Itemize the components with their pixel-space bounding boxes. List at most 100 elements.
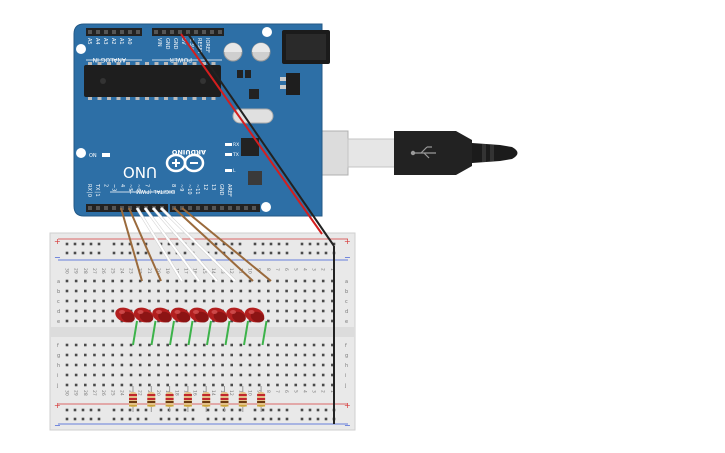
red-led[interactable] — [224, 305, 248, 325]
resistor[interactable] — [257, 386, 266, 412]
resistor[interactable] — [165, 386, 174, 412]
rail-minus-label: − — [54, 421, 61, 430]
svg-text:c: c — [345, 299, 348, 305]
analog-pin-label: A3 — [102, 38, 108, 45]
power-pin-label: RESET — [196, 38, 202, 55]
digital-pin-label: ~6 — [135, 184, 141, 191]
svg-text:a: a — [345, 279, 348, 285]
svg-text:h: h — [345, 363, 348, 369]
analog-pin-label: A4 — [94, 38, 100, 45]
svg-text:25: 25 — [109, 390, 115, 396]
chip-notch — [100, 78, 106, 84]
signal-wires[interactable] — [120, 206, 272, 283]
signal-wire[interactable] — [120, 207, 143, 282]
svg-text:18: 18 — [173, 390, 179, 396]
svg-text:7: 7 — [274, 268, 280, 271]
signal-wire[interactable] — [144, 207, 200, 282]
signal-wire[interactable] — [152, 207, 218, 282]
svg-text:26: 26 — [100, 390, 106, 396]
svg-text:10: 10 — [247, 268, 253, 274]
power-label: POWER — [170, 56, 192, 63]
signal-wire[interactable] — [173, 207, 254, 282]
svg-text:e: e — [345, 319, 348, 325]
svg-text:f: f — [57, 343, 59, 349]
usb-ridge — [490, 145, 494, 161]
resistor-array[interactable] — [129, 386, 266, 412]
svg-text:27: 27 — [91, 390, 97, 396]
svg-text:8: 8 — [265, 390, 271, 393]
red-led[interactable] — [169, 305, 193, 325]
svg-text:b: b — [57, 289, 60, 295]
uno-label: UNO — [123, 163, 157, 181]
l-led — [225, 169, 232, 172]
power-pin-label: 5V — [180, 38, 186, 45]
svg-text:10: 10 — [247, 390, 253, 396]
svg-text:g: g — [57, 353, 60, 359]
analog-pin-label: A2 — [110, 38, 116, 45]
arduino-infinity-logo — [165, 153, 205, 173]
digital-pin-label: ~10 — [186, 184, 192, 195]
analog-pin-label: A0 — [126, 38, 132, 45]
signal-wire[interactable] — [160, 207, 236, 282]
reset-button[interactable] — [248, 171, 262, 185]
led-leg — [243, 320, 249, 346]
power-pin-label: VIN — [156, 38, 162, 47]
svg-text:6: 6 — [283, 390, 289, 393]
digital-pin-label: 7 — [143, 184, 149, 187]
red-led[interactable] — [243, 305, 267, 325]
led-leg — [169, 320, 175, 346]
resistor[interactable] — [238, 386, 247, 412]
led-leg — [206, 320, 212, 346]
svg-text:27: 27 — [91, 268, 97, 274]
svg-text:a: a — [57, 279, 60, 285]
digital-pin-label: 8 — [170, 184, 176, 187]
svg-text:9: 9 — [256, 390, 262, 393]
digital-pin-label: GND — [218, 184, 224, 196]
signal-wire[interactable] — [128, 207, 162, 282]
resistor[interactable] — [147, 386, 156, 412]
resistor[interactable] — [183, 386, 192, 412]
digital-pin-label: 4 — [119, 184, 125, 187]
resistor[interactable] — [220, 386, 229, 412]
gnd-wire[interactable] — [187, 33, 335, 247]
svg-text:25: 25 — [109, 268, 115, 274]
red-led[interactable] — [132, 305, 156, 325]
led-array[interactable] — [113, 305, 266, 325]
red-led[interactable] — [187, 305, 211, 325]
resistor[interactable] — [202, 386, 211, 412]
svg-text:d: d — [57, 309, 60, 315]
svg-text:i: i — [57, 373, 58, 379]
svg-text:24: 24 — [118, 390, 124, 396]
rx-led — [225, 143, 232, 146]
resistor[interactable] — [129, 386, 137, 412]
red-led[interactable] — [206, 305, 230, 325]
power-wires[interactable] — [180, 33, 335, 424]
digital-pin-label: RX│0 — [86, 184, 93, 197]
svg-text:11: 11 — [237, 268, 243, 274]
red-led[interactable] — [113, 305, 137, 325]
led-leg — [187, 320, 194, 346]
digital-pin-label: 2 — [102, 184, 108, 187]
usb-chip — [241, 138, 259, 156]
svg-text:9: 9 — [256, 268, 262, 271]
power-pin-label: GND — [172, 38, 178, 50]
chip-notch — [200, 78, 206, 84]
vcc-wire[interactable] — [180, 33, 323, 235]
svg-text:e: e — [57, 319, 60, 325]
svg-text:23: 23 — [128, 268, 134, 274]
signal-wire[interactable] — [136, 207, 183, 282]
red-led[interactable] — [150, 305, 174, 325]
breadboard-holes — [65, 242, 336, 421]
svg-text:22: 22 — [137, 390, 143, 396]
rail-plus-label: + — [344, 237, 351, 246]
on-label: ON — [89, 153, 97, 159]
power-pin-label: IOREF — [204, 38, 210, 53]
signal-wire[interactable] — [181, 207, 272, 282]
svg-text:6: 6 — [283, 268, 289, 271]
led-leg — [150, 320, 157, 346]
power-pin-label: GND — [164, 38, 170, 50]
led-leg — [224, 320, 231, 346]
